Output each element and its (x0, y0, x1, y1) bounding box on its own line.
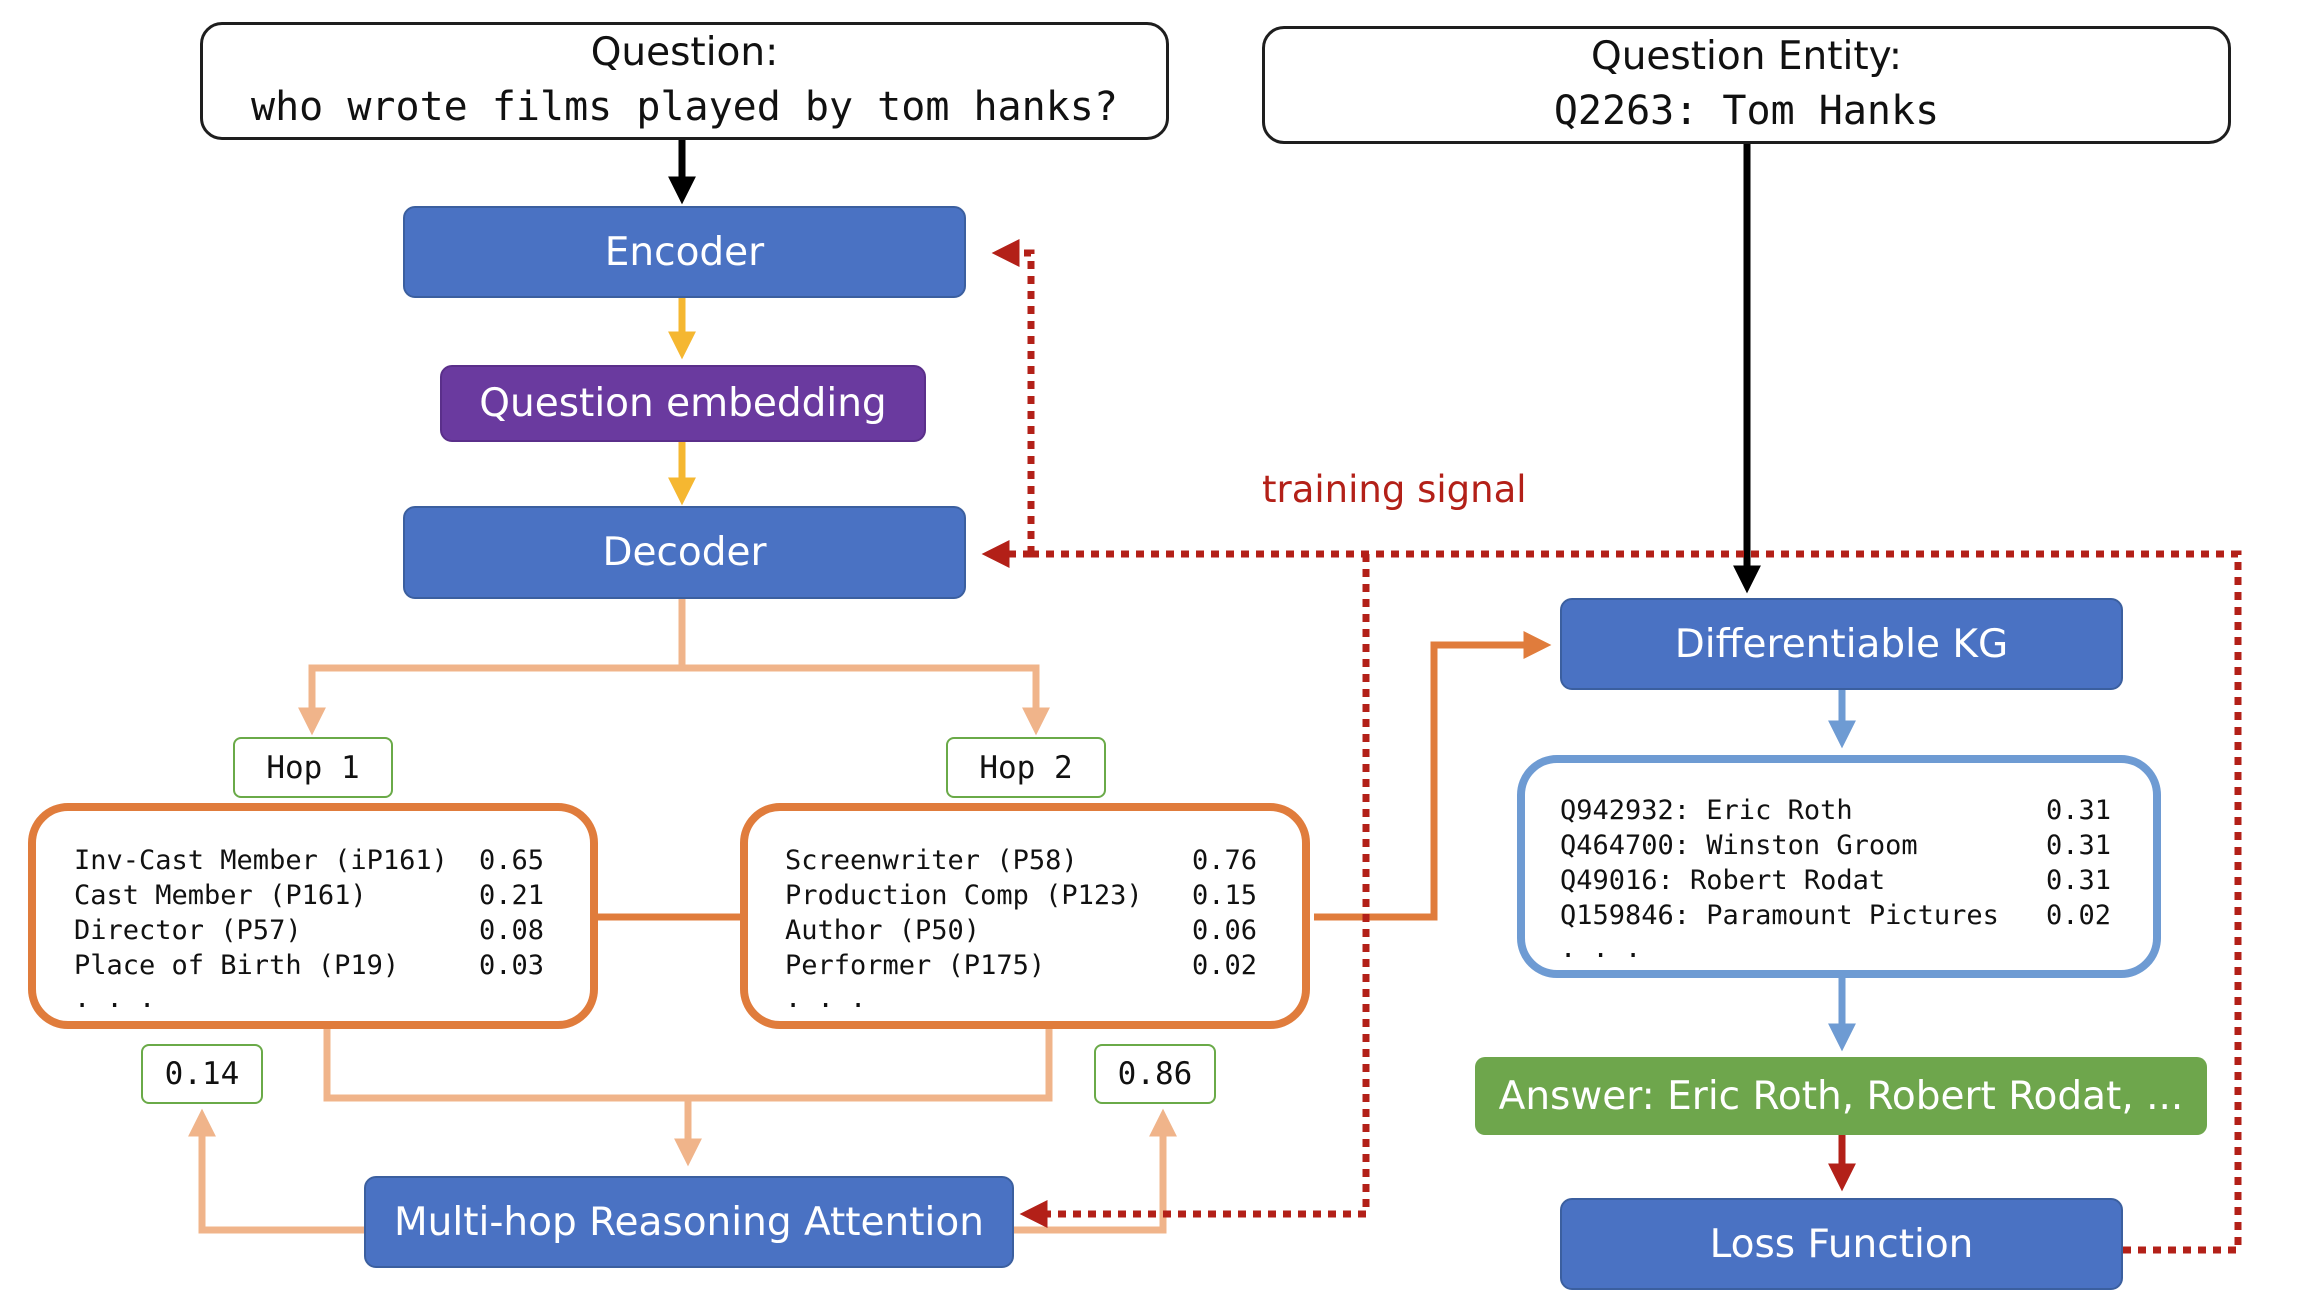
relation-name: Place of Birth (P19) (74, 950, 400, 981)
relation-row: Inv-Cast Member (iP161) 0.65 (74, 843, 564, 878)
entity-score: 0.02 (2046, 900, 2112, 931)
decoder-node: Decoder (403, 506, 966, 599)
arrow-attention-to-weight1 (188, 1108, 364, 1234)
relation-score: 0.15 (1192, 880, 1258, 911)
kg-entity-vector-box: Q942932: Eric Roth 0.31 Q464700: Winston … (1517, 755, 2161, 978)
question-label: Question: (590, 30, 779, 75)
question-embedding-node: Question embedding (440, 365, 926, 442)
arrow-hop2-to-kg (1314, 631, 1552, 921)
hop2-weight: 0.86 (1094, 1044, 1216, 1104)
entity-row: Q942932: Eric Roth 0.31 (1560, 793, 2130, 828)
arrow-decoder-to-hop1 (298, 598, 686, 736)
relation-name: Performer (P175) (785, 950, 1046, 981)
relation-name: Cast Member (P161) (74, 880, 367, 911)
hop1-relation-list: Inv-Cast Member (iP161) 0.65 Cast Member … (74, 843, 564, 1023)
relation-row: Production Comp (P123) 0.15 (785, 878, 1275, 913)
relation-score: 0.06 (1192, 915, 1258, 946)
relation-row: Screenwriter (P58) 0.76 (785, 843, 1275, 878)
multi-hop-attention-node: Multi-hop Reasoning Attention (364, 1176, 1014, 1268)
relation-name: Author (P50) (785, 915, 981, 946)
connector-hops-to-attention (323, 1023, 1053, 1102)
relation-score: 0.65 (479, 845, 545, 876)
relation-score: 0.03 (479, 950, 545, 981)
hop2-relations-box: Screenwriter (P58) 0.76 Production Comp (… (740, 803, 1310, 1029)
training-signal-paths (981, 239, 2242, 1254)
relation-name: Production Comp (P123) (785, 880, 1143, 911)
relation-ellipsis: . . . (74, 983, 156, 1014)
relation-name: Director (P57) (74, 915, 302, 946)
hop2-label: Hop 2 (946, 737, 1106, 798)
arrow-decoder-to-hop2 (682, 664, 1050, 736)
relation-name: Inv-Cast Member (iP161) (74, 845, 448, 876)
hop1-label: Hop 1 (233, 737, 393, 798)
entity-ellipsis: . . . (1560, 933, 1642, 964)
arrow-attention-to-weight2 (1014, 1108, 1177, 1234)
relation-row: Director (P57) 0.08 (74, 913, 564, 948)
relation-name: Screenwriter (P58) (785, 845, 1078, 876)
question-text: who wrote films played by tom hanks? (251, 84, 1118, 130)
relation-score: 0.08 (479, 915, 545, 946)
hop1-relations-box: Inv-Cast Member (iP161) 0.65 Cast Member … (28, 803, 598, 1029)
loss-function-node: Loss Function (1560, 1198, 2123, 1290)
relation-row: Author (P50) 0.06 (785, 913, 1275, 948)
encoder-node: Encoder (403, 206, 966, 298)
training-signal-label: training signal (1262, 468, 1527, 511)
entity-score: 0.31 (2046, 865, 2112, 896)
relation-score: 0.21 (479, 880, 545, 911)
question-entity-text: Q2263: Tom Hanks (1553, 88, 1940, 134)
kg-entity-list: Q942932: Eric Roth 0.31 Q464700: Winston … (1560, 793, 2130, 969)
relation-row: Cast Member (P161) 0.21 (74, 878, 564, 913)
hop1-weight: 0.14 (141, 1044, 263, 1104)
differentiable-kg-node: Differentiable KG (1560, 598, 2123, 690)
entity-name: Q464700: Winston Groom (1560, 830, 1918, 861)
entity-score: 0.31 (2046, 795, 2112, 826)
relation-row: Place of Birth (P19) 0.03 (74, 948, 564, 983)
entity-row: Q49016: Robert Rodat 0.31 (1560, 863, 2130, 898)
question-entity-label: Question Entity: (1591, 34, 1902, 79)
relation-score: 0.76 (1192, 845, 1258, 876)
entity-score: 0.31 (2046, 830, 2112, 861)
entity-name: Q159846: Paramount Pictures (1560, 900, 1999, 931)
relation-row: Performer (P175) 0.02 (785, 948, 1275, 983)
entity-name: Q942932: Eric Roth (1560, 795, 1853, 826)
entity-row: Q159846: Paramount Pictures 0.02 (1560, 898, 2130, 933)
question-box: Question: who wrote films played by tom … (200, 22, 1169, 140)
answer-node: Answer: Eric Roth, Robert Rodat, ... (1475, 1057, 2207, 1135)
hop2-relation-list: Screenwriter (P58) 0.76 Production Comp (… (785, 843, 1275, 1023)
relation-score: 0.02 (1192, 950, 1258, 981)
signal-to-attention (1019, 554, 1370, 1228)
relation-ellipsis: . . . (785, 983, 867, 1014)
entity-row: Q464700: Winston Groom 0.31 (1560, 828, 2130, 863)
signal-loss-to-trunk (1031, 550, 2242, 1254)
entity-name: Q49016: Robert Rodat (1560, 865, 1886, 896)
question-entity-box: Question Entity: Q2263: Tom Hanks (1262, 26, 2231, 144)
signal-to-encoder (991, 239, 1035, 554)
